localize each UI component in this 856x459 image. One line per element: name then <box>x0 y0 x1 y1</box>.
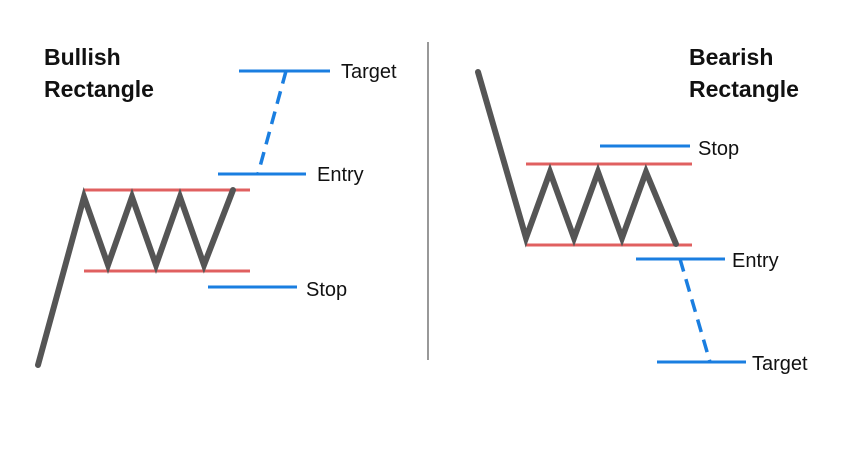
bearish-entry-label: Entry <box>732 250 779 272</box>
bearish-projection-dashed <box>678 258 712 363</box>
bearish-price-path <box>475 69 679 248</box>
bullish-projection-dashed <box>256 70 288 175</box>
bearish-rectangle-panel: Bearish Rectangle Stop Entry Target <box>475 44 808 375</box>
bearish-title-line1: Bearish <box>689 44 773 70</box>
bearish-title-line2: Rectangle <box>689 76 799 102</box>
bullish-entry-label: Entry <box>317 164 364 186</box>
bullish-stop-label: Stop <box>306 279 347 301</box>
bullish-rectangle-panel: Bullish Rectangle Target Entry Stop <box>35 44 397 368</box>
bullish-price-path <box>35 186 236 368</box>
bullish-title-line2: Rectangle <box>44 76 154 102</box>
bullish-title-line1: Bullish <box>44 44 121 70</box>
bearish-target-label: Target <box>752 353 808 375</box>
bearish-stop-label: Stop <box>698 138 739 160</box>
bullish-target-label: Target <box>341 61 397 83</box>
